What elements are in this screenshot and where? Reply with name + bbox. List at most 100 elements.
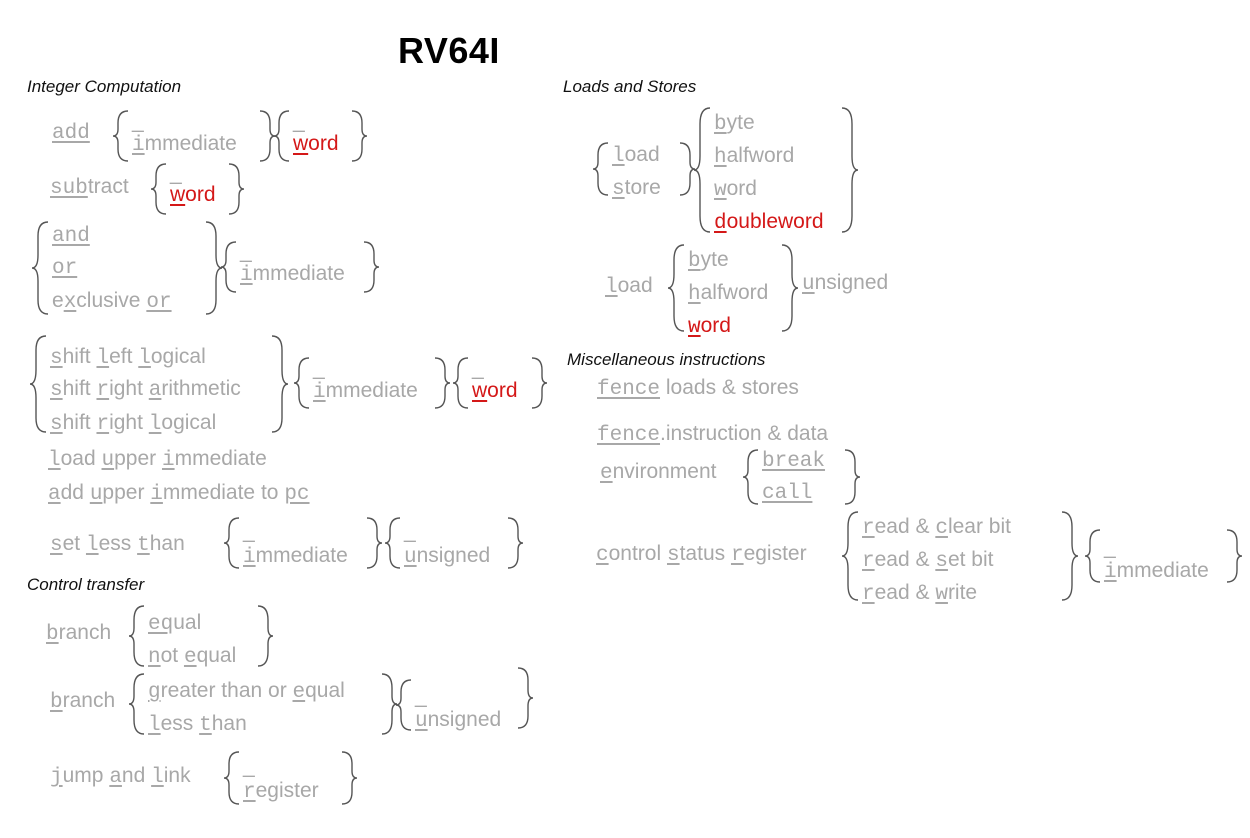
option-empty: _	[293, 110, 305, 133]
term-halfword: halfword	[714, 144, 795, 169]
right-brace-icon	[257, 605, 274, 667]
term-read-set-bit: read & set bit	[862, 548, 994, 573]
term-not-equal: not equal	[148, 644, 237, 669]
term-load-upper-immediate: load upper immediate	[48, 447, 267, 472]
term-store: store	[612, 176, 661, 201]
left-brace-icon	[395, 679, 412, 731]
option-empty: _	[132, 110, 144, 133]
term-halfword: halfword	[688, 281, 769, 306]
term-read-clear-bit: read & clear bit	[862, 515, 1011, 540]
right-brace-icon	[228, 163, 245, 215]
term-shift-right-arithmetic: shift right arithmetic	[50, 377, 241, 402]
term-immediate: immediate	[240, 262, 345, 287]
left-brace-icon	[220, 241, 237, 293]
term-branch: branch	[46, 621, 112, 646]
term-word: word	[293, 132, 339, 155]
left-brace-icon	[273, 110, 290, 162]
term-branch: branch	[50, 689, 116, 714]
left-brace-icon	[150, 163, 167, 215]
right-brace-icon	[517, 667, 534, 729]
option-empty: _	[404, 520, 416, 543]
right-brace-icon	[366, 517, 383, 569]
right-brace-icon	[679, 142, 696, 196]
left-brace-icon	[693, 107, 711, 233]
term-word: word	[472, 379, 518, 402]
term-word: word	[714, 177, 757, 202]
term-byte: byte	[714, 111, 755, 136]
right-brace-icon	[1061, 511, 1079, 601]
left-brace-icon	[1084, 529, 1101, 583]
left-brace-icon	[384, 517, 401, 569]
term-subtract: subtract	[50, 175, 129, 200]
section-loads-and-stores: Loads and Stores	[563, 77, 697, 96]
term-and: and	[52, 225, 90, 248]
left-brace-icon	[592, 142, 609, 196]
term-add-upper-immediate-to-pc: add upper immediate to pc	[48, 481, 310, 506]
term-immediate: immediate	[243, 544, 348, 569]
term-unsigned: unsigned	[802, 271, 889, 296]
term-byte: byte	[688, 248, 729, 273]
term-exclusive-or: exclusive or	[52, 289, 172, 314]
section-misc-instructions: Miscellaneous instructions	[567, 350, 766, 369]
option-empty: _	[170, 162, 182, 185]
left-brace-icon	[223, 517, 240, 569]
right-brace-icon	[381, 673, 398, 735]
right-brace-icon	[841, 107, 859, 233]
right-brace-icon	[1226, 529, 1243, 583]
term-environment: environment	[600, 460, 717, 485]
left-brace-icon	[452, 357, 469, 409]
right-brace-icon	[351, 110, 368, 162]
term-unsigned: unsigned	[415, 708, 502, 733]
section-control-transfer: Control transfer	[27, 575, 145, 594]
page-title: RV64I	[398, 30, 500, 71]
option-empty: _	[240, 240, 252, 263]
term-greater-than-or-equal: greater than or equal	[148, 679, 345, 704]
term-break: break	[762, 450, 826, 473]
left-brace-icon	[31, 221, 49, 315]
right-brace-icon	[781, 244, 799, 332]
term-immediate: immediate	[132, 132, 237, 157]
term-less-than: less than	[148, 712, 247, 737]
right-brace-icon	[434, 357, 451, 409]
right-brace-icon	[363, 241, 380, 293]
term-add: add	[52, 122, 90, 145]
left-brace-icon	[128, 605, 145, 667]
left-brace-icon	[742, 449, 759, 505]
term-call: call	[762, 482, 813, 505]
right-brace-icon	[259, 110, 276, 162]
term-fence-i: fence.instruction & data	[597, 422, 829, 447]
left-brace-icon	[29, 335, 47, 433]
term-shift-right-logical: shift right logical	[50, 411, 217, 436]
term-jump-and-link: jump and link	[50, 764, 191, 789]
term-immediate: immediate	[1104, 559, 1209, 584]
term-doubleword: doubleword	[714, 210, 824, 235]
right-brace-icon	[271, 335, 289, 433]
term-shift-left-logical: shift left logical	[50, 345, 206, 370]
term-equal: equal	[148, 611, 202, 636]
right-brace-icon	[844, 449, 861, 505]
section-integer-computation: Integer Computation	[27, 77, 182, 96]
right-brace-icon	[341, 751, 358, 805]
option-empty: _	[243, 755, 255, 778]
left-brace-icon	[667, 244, 685, 332]
option-empty: _	[415, 685, 427, 708]
right-brace-icon	[531, 357, 548, 409]
left-brace-icon	[841, 511, 859, 601]
term-word: word	[170, 183, 216, 206]
left-brace-icon	[223, 751, 240, 805]
term-unsigned: unsigned	[404, 544, 491, 569]
term-fence: fence loads & stores	[597, 376, 799, 401]
term-control-status-register: control status register	[596, 542, 807, 567]
term-or: or	[52, 257, 78, 280]
option-empty: _	[472, 357, 484, 380]
term-immediate: immediate	[313, 379, 418, 404]
left-brace-icon	[293, 357, 310, 409]
right-brace-icon	[507, 517, 524, 569]
left-brace-icon	[112, 110, 129, 162]
term-register: register	[243, 779, 319, 804]
left-brace-icon	[128, 673, 145, 735]
term-read-write: read & write	[862, 581, 978, 606]
term-set-less-than: set less than	[50, 532, 185, 557]
right-brace-icon	[205, 221, 223, 315]
